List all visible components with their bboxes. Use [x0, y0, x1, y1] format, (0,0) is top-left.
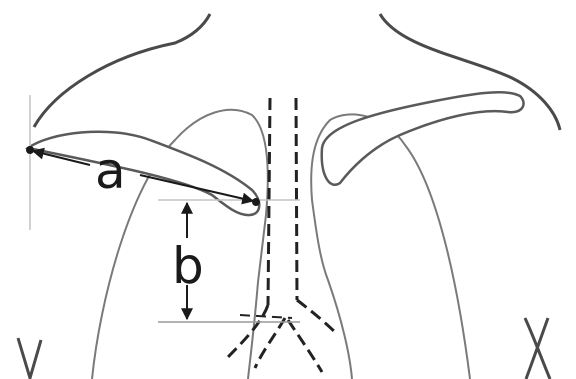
point-a-right — [252, 198, 260, 206]
right-clavicle — [322, 92, 524, 185]
left-bronchus-inner — [255, 318, 285, 368]
right-bronchus-inner — [288, 320, 322, 372]
left-v-mark — [18, 338, 41, 378]
left-bronchus — [225, 305, 268, 360]
trachea-right-wall — [296, 98, 297, 300]
right-x-mark — [525, 318, 550, 379]
right-bronchus — [297, 300, 338, 335]
point-a-left — [26, 146, 34, 154]
left-clavicle — [28, 132, 259, 215]
left-shoulder-outline — [34, 14, 210, 127]
label-b: b — [172, 237, 204, 295]
label-a: a — [95, 142, 126, 200]
trachea-left-wall — [268, 98, 270, 305]
